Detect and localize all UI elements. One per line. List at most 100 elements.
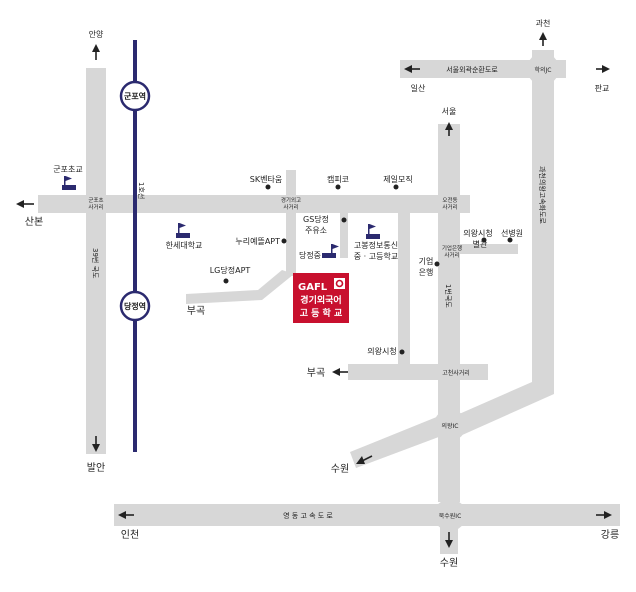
campico-label: 캠피코 <box>327 174 349 184</box>
road-seoul-ring <box>400 60 566 78</box>
seonbyeongwon-label: 선병원 <box>501 229 523 238</box>
road-gwacheon-uiwang-highway <box>450 50 554 436</box>
dangjeong-station-label: 당정역 <box>124 301 146 311</box>
arrow-left-icon <box>404 65 420 73</box>
road-route-1 <box>438 124 460 502</box>
gwacheon-uiwang-label: 과천의왕고속화도로 <box>538 166 547 225</box>
poi-dot <box>507 237 513 243</box>
ojeondong-sageori-line1: 오전동 <box>442 196 457 204</box>
subway-line-1: 군포역 당정역 1호선 <box>119 40 151 452</box>
yeongdong-label: 영 동 고 속 도 로 <box>283 511 333 520</box>
subway-line-1-track <box>133 40 137 452</box>
gunpo-sageori-line1: 군포초 <box>88 197 103 204</box>
flag-icon <box>62 176 76 190</box>
arrow-left-icon <box>332 368 348 376</box>
buksuwon-ic: 북수원IC <box>439 512 462 520</box>
buksuwon-ic-circle <box>434 499 466 531</box>
dangjeong-sageori-line1: 경기외고 <box>281 196 301 204</box>
road-gobong-vertical <box>340 212 348 258</box>
place-labels: 군포초교 한세대학교 누리예뜰APT LG당정APT SK벤타움 캠피코 제일모… <box>53 165 523 356</box>
hakui-jc-circle <box>527 53 559 85</box>
lg-apt-label: LG당정APT <box>210 265 251 275</box>
road-network <box>38 50 620 554</box>
gieop-sageori-line2: 사거리 <box>444 251 459 259</box>
cityhall-annex-line2: 별관 <box>473 239 488 249</box>
hanse-univ-label: 한세대학교 <box>166 240 203 250</box>
jeil-mojik-label: 제일모직 <box>383 174 412 184</box>
gunpo-sageori-line2: 사거리 <box>88 203 103 211</box>
dir-incheon: 인천 <box>121 529 139 541</box>
arrow-right-icon <box>596 65 610 73</box>
arrow-right-icon <box>596 511 612 519</box>
dangjeong-sageori-line2: 사거리 <box>283 203 298 211</box>
gafl-logo-mark-icon <box>334 278 345 289</box>
ibk-bank-line1: 기업 <box>419 257 434 266</box>
dir-suwon-west: 수원 <box>331 463 349 475</box>
sk-tower-label: SK벤타움 <box>250 174 282 184</box>
gs-station-line2: 주유소 <box>305 226 327 235</box>
seoul-ring-label: 서울외곽순환도로 <box>446 65 498 74</box>
flag-icon <box>366 224 380 239</box>
arrow-down-icon <box>445 532 453 548</box>
road-to-bugok-west <box>186 270 294 304</box>
uiwang-ic-circle <box>434 409 466 441</box>
ibk-bank-line2: 은행 <box>419 267 434 277</box>
poi-dot <box>399 349 405 355</box>
poi-dot <box>481 237 487 243</box>
road-yeongdong-expressway <box>114 504 620 526</box>
poi-dot <box>223 278 229 284</box>
road-labels: 39번 국도 서울외곽순환도로 과천의왕고속화도로 1번국도 영 동 고 속 도… <box>91 65 547 520</box>
dir-pangyo: 판교 <box>595 84 610 93</box>
dir-seoul: 서울 <box>442 107 457 116</box>
gs-station-line1: GS당정 <box>303 214 329 224</box>
uiwang-ic: 의왕IC <box>442 422 459 430</box>
uiwang-cityhall-label: 의왕시청 <box>367 346 396 356</box>
dir-gwacheon: 과천 <box>536 18 551 28</box>
direction-arrows <box>16 32 612 548</box>
gieop-sageori-line1: 기업은행 <box>442 244 462 252</box>
intersection-labels: 군포초 사거리 경기외고 사거리 오전동 사거리 기업은행 사거리 고천사거리 … <box>88 66 551 520</box>
arrow-up-icon <box>92 44 100 60</box>
gunpo-station-circle <box>119 80 151 112</box>
poi-dot <box>281 238 287 244</box>
arrow-up-icon <box>445 122 453 136</box>
school-name-line1: 경기외국어 <box>300 294 341 306</box>
gunpo-elem-label: 군포초교 <box>53 165 82 174</box>
gobong-line1: 고봉정보통신 <box>354 240 398 250</box>
school-flags <box>62 176 380 258</box>
arrow-southwest-icon <box>356 455 373 464</box>
school-name-line2: 고 등 학 교 <box>300 307 343 319</box>
dangjeong-station-circle <box>119 290 151 322</box>
arrow-down-icon <box>92 436 100 452</box>
dir-suwon-south: 수원 <box>440 557 458 569</box>
dir-balan: 발안 <box>87 462 105 474</box>
cityhall-annex-line1: 의왕시청 <box>463 228 492 238</box>
gafl-school-badge: GAFL 경기외국어 고 등 학 교 <box>293 273 349 323</box>
dir-bugok-lower: 부곡 <box>307 367 325 379</box>
nurielle-label: 누리예뜰APT <box>235 236 280 246</box>
flag-icon <box>176 223 190 238</box>
poi-dot <box>341 217 347 223</box>
road-route-39 <box>86 68 106 454</box>
dir-ilsan: 일산 <box>411 83 426 93</box>
poi-dot <box>434 261 440 267</box>
arrow-left-icon <box>118 511 134 519</box>
poi-dot <box>335 184 341 190</box>
poi-dot <box>265 184 271 190</box>
gocheon-sageori: 고천사거리 <box>442 369 470 377</box>
dir-gangneung: 강릉 <box>601 529 619 541</box>
dir-anyang: 안양 <box>89 29 104 39</box>
flag-icon <box>322 244 339 258</box>
route-39-label: 39번 국도 <box>91 248 100 279</box>
direction-labels: 안양 산본 발안 과천 일산 판교 서울 부곡 부곡 수원 인천 강릉 수원 <box>25 18 619 569</box>
dir-sanbon: 산본 <box>25 216 43 228</box>
route-1-label: 1번국도 <box>444 284 453 308</box>
gunpo-station-label: 군포역 <box>124 91 146 101</box>
hakui-jc: 학의JC <box>535 66 552 74</box>
arrow-up-icon <box>539 32 547 46</box>
dir-bugok-upper: 부곡 <box>187 305 205 317</box>
poi-dot <box>393 184 399 190</box>
road-cityhall-vertical <box>398 212 410 366</box>
ojeondong-sageori-line2: 사거리 <box>442 203 457 211</box>
